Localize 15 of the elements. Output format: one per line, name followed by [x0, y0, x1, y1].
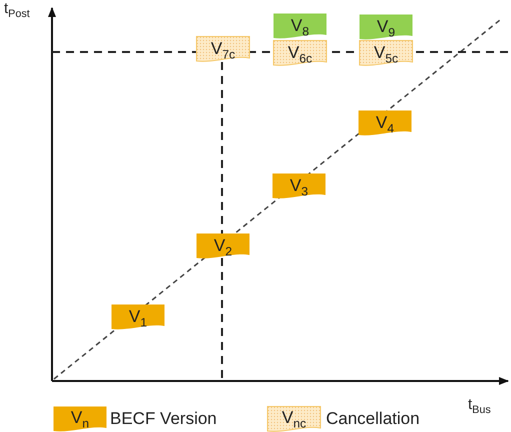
- version-tag: V$_{1}$: [111, 304, 165, 330]
- version-tag: V$_{2}$: [196, 233, 250, 259]
- legend-swatch: V$_{nc}$: [267, 406, 321, 432]
- legend-label: BECF Version: [110, 409, 217, 429]
- axis-label: t$_{Post}$: [4, 0, 30, 17]
- final-version-tag: V$_{9}$: [359, 14, 413, 40]
- cancellation-tag: V$_{6c}$: [273, 40, 327, 66]
- cancellation-tag: V$_{7c}$: [196, 36, 250, 62]
- final-version-tag: V$_{8}$: [273, 13, 327, 39]
- version-tag: V$_{3}$: [272, 173, 326, 199]
- version-tag: V$_{4}$: [358, 110, 412, 136]
- cancellation-tag: V$_{5c}$: [359, 40, 413, 66]
- legend-label: Cancellation: [326, 409, 420, 429]
- axis-label: t$_{Bus}$: [468, 396, 491, 413]
- legend-swatch: V$_{n}$: [53, 406, 107, 432]
